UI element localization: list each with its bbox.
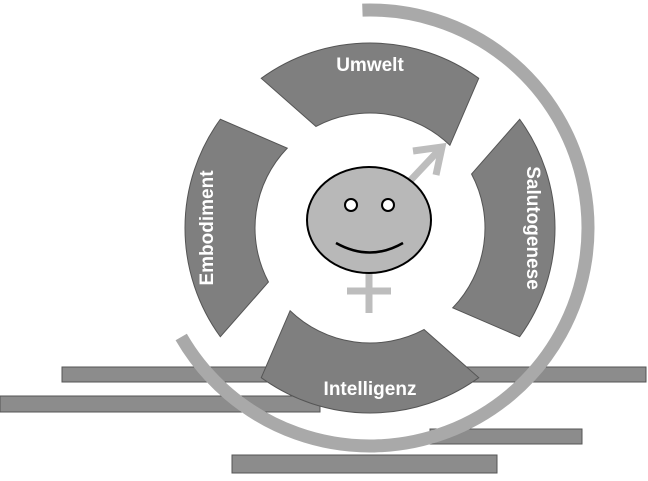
segment-label: Umwelt [336, 55, 404, 76]
outer-ring-arc [175, 3, 595, 453]
segment-label: Intelligenz [324, 379, 417, 400]
male-symbol-icon [405, 142, 447, 186]
segment-label: Salutogenese [522, 166, 543, 290]
smile-icon [335, 241, 404, 254]
segment-embodiment [184, 118, 289, 338]
bar [231, 454, 498, 474]
smiley-face-icon [306, 166, 432, 274]
segment-label: Embodiment [197, 170, 218, 286]
segment-salutogenese [451, 118, 556, 338]
segment-intelligenz [260, 309, 480, 414]
eye-icon [344, 198, 358, 212]
segment-umwelt [260, 42, 480, 147]
bar [0, 395, 321, 413]
eye-icon [381, 198, 395, 212]
female-symbol-icon [347, 272, 391, 313]
